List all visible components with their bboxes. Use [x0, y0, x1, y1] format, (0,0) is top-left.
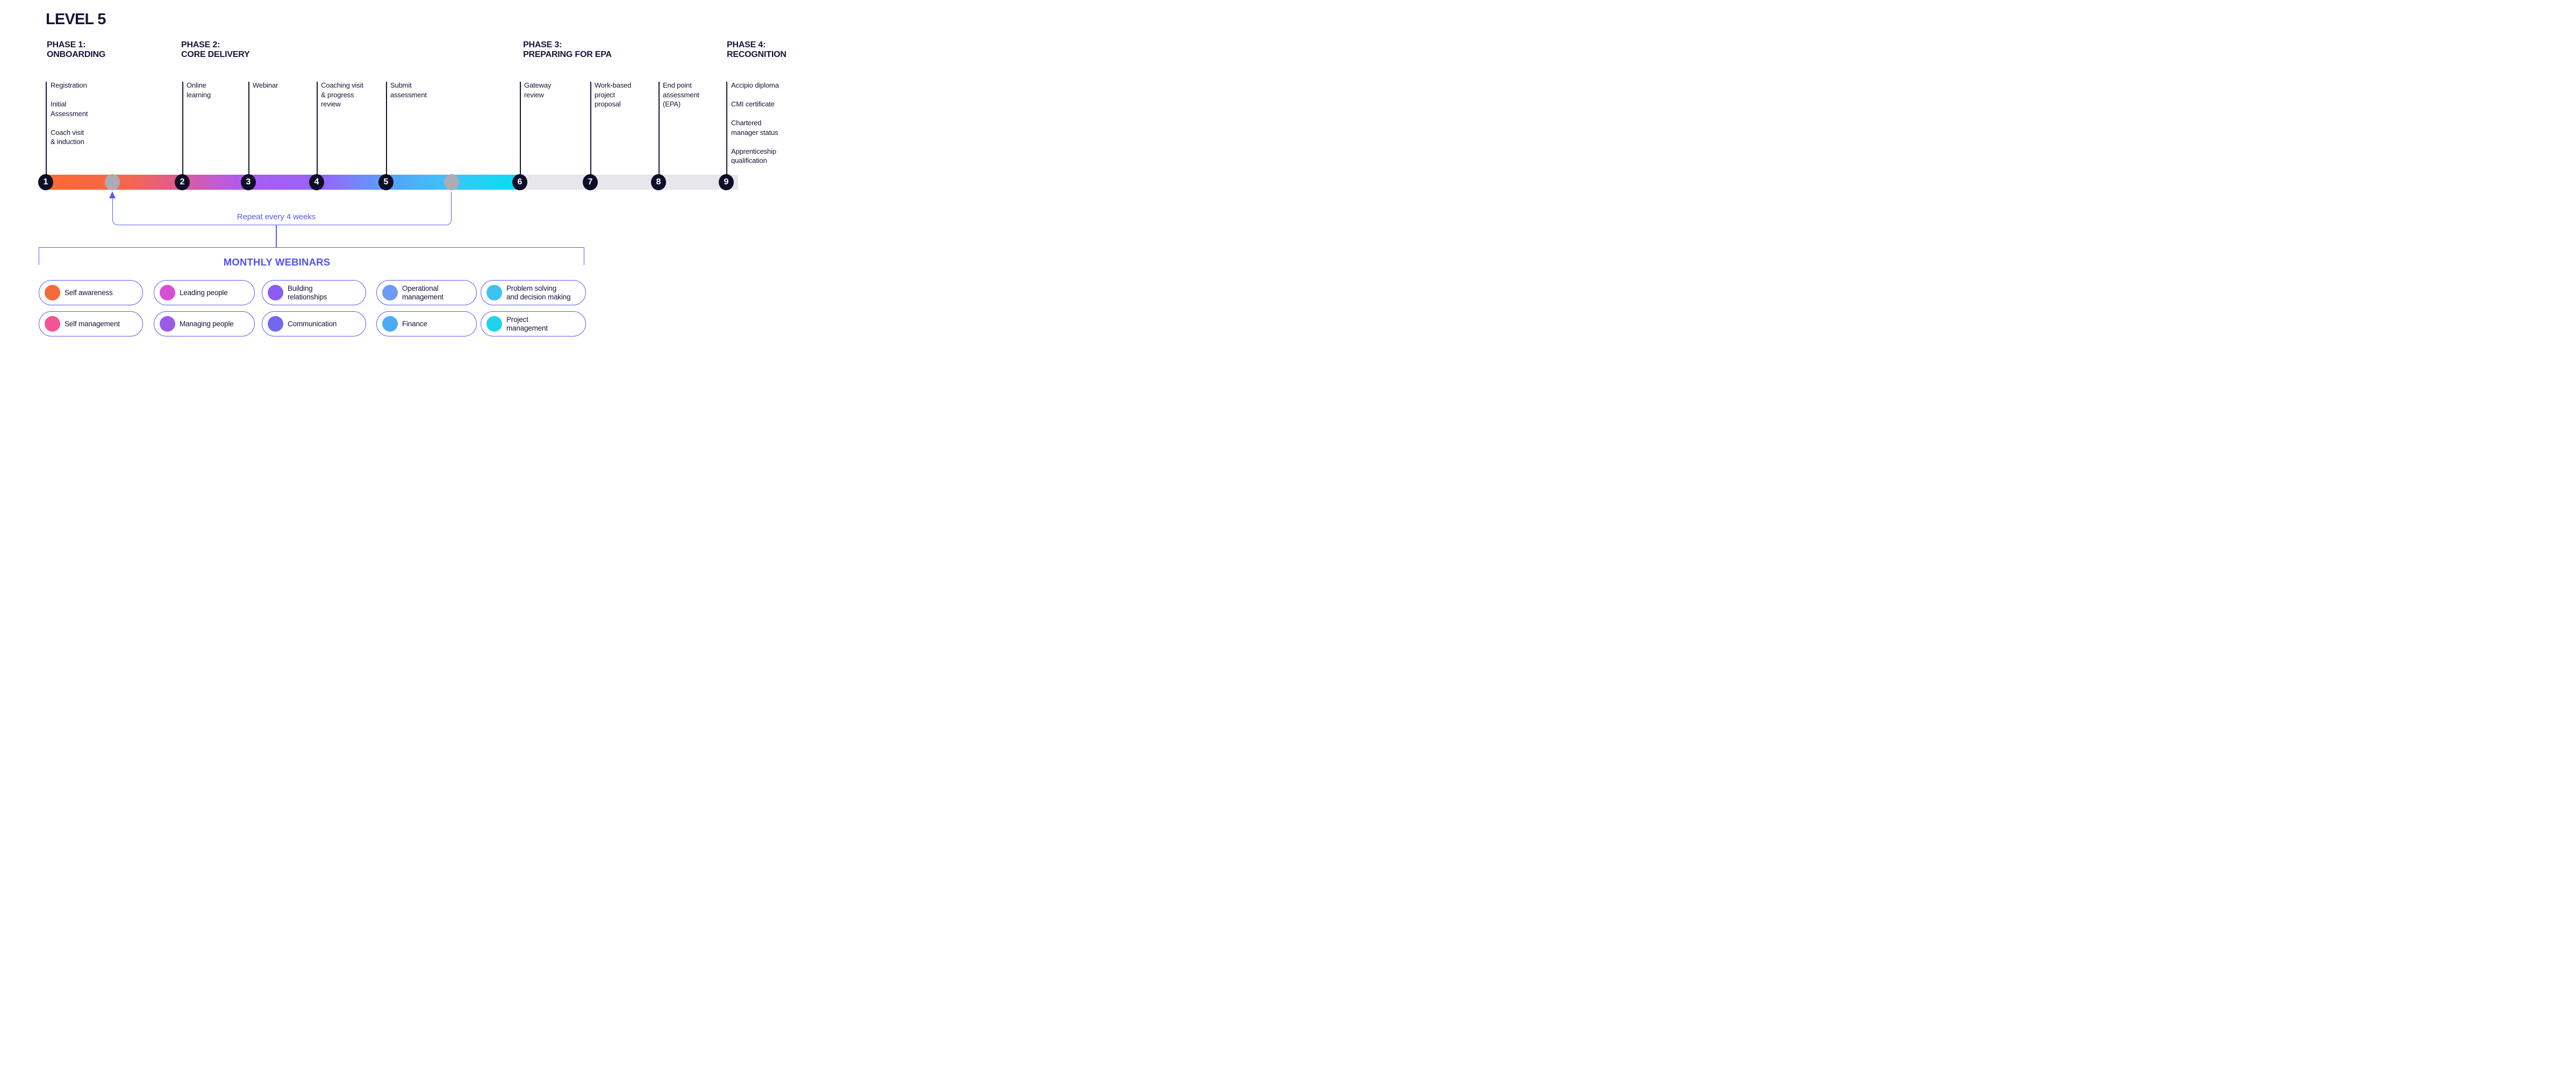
- milestone-7-marker: 7: [583, 174, 598, 190]
- project-management-dot-icon: [486, 316, 502, 332]
- repeat-bracket: [112, 192, 452, 225]
- repeat-start-marker: [105, 174, 120, 190]
- managing-people-dot-icon: [160, 316, 175, 332]
- phase-4-header: PHASE 4: RECOGNITION: [727, 40, 786, 59]
- webinar-pill-communication: Communication: [262, 311, 366, 336]
- webinar-pill-label: Operational management: [402, 284, 443, 301]
- problem-solving-dot-icon: [486, 285, 502, 300]
- milestone-2-marker: 2: [175, 174, 190, 190]
- phase-3-header: PHASE 3: PREPARING FOR EPA: [523, 40, 612, 59]
- milestone-9-label: Accipio diploma CMI certificate Chartere…: [731, 81, 779, 164]
- webinar-pill-label: Finance: [402, 319, 427, 328]
- webinar-pill-label: Project management: [506, 315, 548, 332]
- repeat-end-marker: [444, 174, 459, 190]
- operational-management-dot-icon: [382, 285, 398, 300]
- webinar-pill-label: Communication: [288, 319, 337, 328]
- communication-dot-icon: [268, 316, 283, 332]
- milestone-4-marker: 4: [309, 174, 324, 190]
- webinar-pill-project-management: Project management: [481, 311, 586, 336]
- building-relationships-dot-icon: [268, 285, 283, 300]
- milestone-1-label: Registration Initial Assessment Coach vi…: [51, 81, 88, 146]
- monthly-webinars-title: MONTHLY WEBINARS: [223, 256, 331, 268]
- webinar-pill-label: Self management: [65, 319, 120, 328]
- milestone-1-line: [46, 82, 47, 175]
- self-management-dot-icon: [45, 316, 60, 332]
- phase-2-header: PHASE 2: CORE DELIVERY: [181, 40, 250, 59]
- milestone-6-label: Gateway review: [524, 81, 552, 99]
- milestone-5-line: [386, 82, 387, 175]
- leading-people-dot-icon: [160, 285, 175, 300]
- milestone-6-line: [520, 82, 521, 175]
- webinar-pill-label: Leading people: [180, 288, 228, 297]
- milestone-1-marker: 1: [38, 174, 53, 190]
- milestone-7-line: [590, 82, 591, 175]
- webinar-pill-self-management: Self management: [39, 311, 143, 336]
- webinar-pill-problem-solving: Problem solving and decision making: [481, 280, 586, 305]
- repeat-note: Repeat every 4 weeks: [237, 212, 316, 221]
- self-awareness-dot-icon: [45, 285, 60, 300]
- milestone-7-label: Work-based project proposal: [595, 81, 632, 108]
- webinar-pill-self-awareness: Self awareness: [39, 280, 143, 305]
- milestone-5-marker: 5: [378, 174, 393, 190]
- milestone-5-label: Submit assessment: [390, 81, 427, 99]
- monthly-webinars-bracket: [39, 247, 584, 265]
- page-title: LEVEL 5: [46, 11, 106, 28]
- finance-dot-icon: [382, 316, 398, 332]
- webinar-pill-label: Problem solving and decision making: [506, 284, 571, 301]
- webinar-pill-building-relationships: Building relationships: [262, 280, 366, 305]
- level5-programme-timeline: LEVEL 5 PHASE 1: ONBOARDING PHASE 2: COR…: [0, 0, 858, 359]
- webinar-pill-label: Managing people: [180, 319, 234, 328]
- milestone-3-marker: 3: [241, 174, 256, 190]
- milestone-4-line: [317, 82, 318, 175]
- webinar-pill-finance: Finance: [376, 311, 477, 336]
- milestone-3-line: [248, 82, 249, 175]
- milestone-3-label: Webinar: [253, 81, 278, 89]
- webinar-pill-operational-management: Operational management: [376, 280, 477, 305]
- webinar-pill-label: Self awareness: [65, 288, 113, 297]
- milestone-9-marker: 9: [719, 174, 734, 190]
- milestone-8-label: End point assessment (EPA): [663, 81, 699, 108]
- milestone-4-label: Coaching visit & progress review: [321, 81, 363, 108]
- webinar-pill-managing-people: Managing people: [154, 311, 255, 336]
- repeat-to-webinars-connector: [276, 225, 277, 248]
- milestone-6-marker: 6: [512, 174, 527, 190]
- milestone-9-line: [726, 82, 727, 175]
- phase-1-header: PHASE 1: ONBOARDING: [47, 40, 106, 59]
- milestone-2-line: [182, 82, 183, 175]
- milestone-2-label: Online learning: [187, 81, 211, 99]
- webinar-pill-leading-people: Leading people: [154, 280, 255, 305]
- webinar-pill-label: Building relationships: [288, 284, 327, 301]
- milestone-8-line: [659, 82, 660, 175]
- milestone-8-marker: 8: [651, 174, 666, 190]
